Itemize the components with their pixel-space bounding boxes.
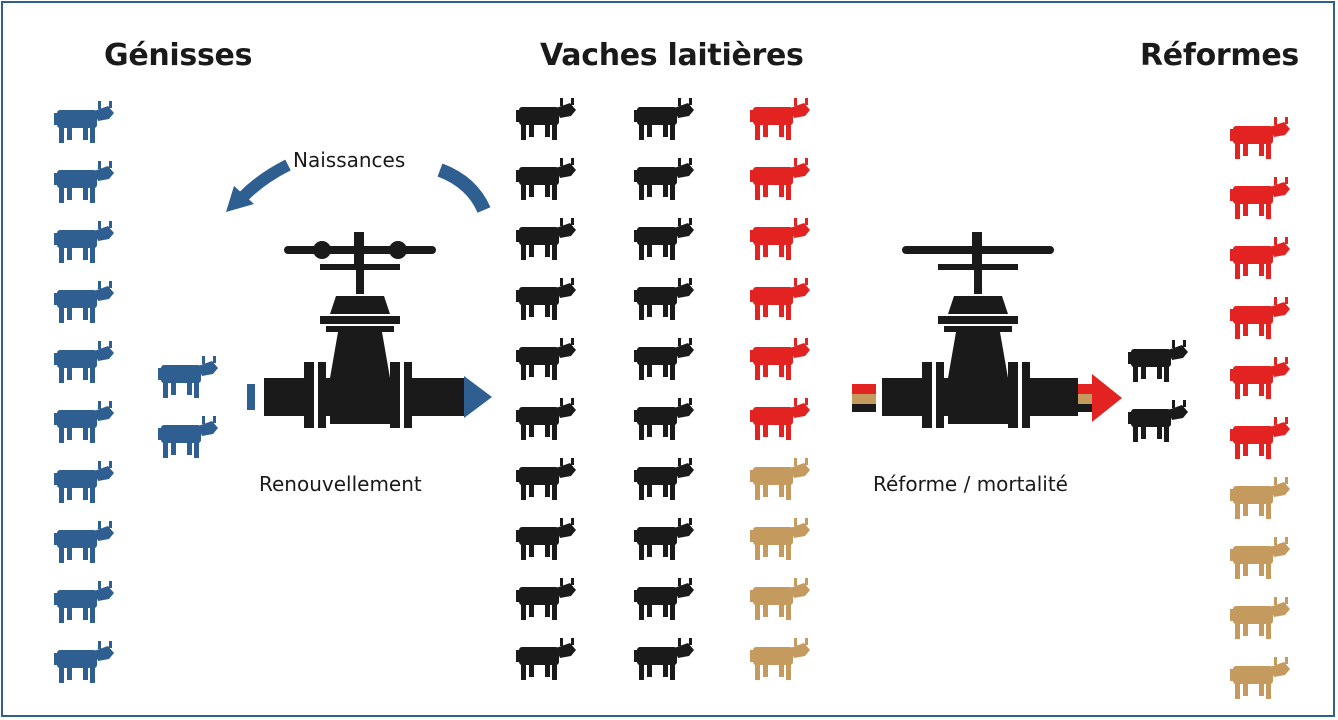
cow-icon xyxy=(1128,400,1192,444)
cow-icon xyxy=(1230,477,1294,521)
cow-icon xyxy=(750,398,814,442)
cow-icon xyxy=(54,341,118,385)
cow-icon xyxy=(516,458,580,502)
cow-icon xyxy=(54,221,118,265)
cow-icon xyxy=(1230,237,1294,281)
cow-icon xyxy=(516,98,580,142)
label-renouvellement: Renouvellement xyxy=(259,472,422,496)
cow-icon xyxy=(54,101,118,145)
label-naissances: Naissances xyxy=(293,148,406,172)
cow-icon xyxy=(516,278,580,322)
cow-icon xyxy=(634,638,698,682)
cow-icon xyxy=(516,338,580,382)
cow-icon xyxy=(54,401,118,445)
cow-icon xyxy=(1230,297,1294,341)
cow-icon xyxy=(634,158,698,202)
cow-icon xyxy=(158,416,222,460)
cow-icon xyxy=(634,578,698,622)
cow-icon xyxy=(54,521,118,565)
cow-icon xyxy=(54,461,118,505)
cow-icon xyxy=(750,98,814,142)
cow-icon xyxy=(1230,657,1294,701)
valve-reforme xyxy=(852,228,1124,432)
cow-icon xyxy=(54,281,118,325)
cow-icon xyxy=(750,278,814,322)
cow-icon xyxy=(750,158,814,202)
cow-icon xyxy=(750,638,814,682)
heading-reformes: Réformes xyxy=(1140,38,1299,73)
cow-icon xyxy=(516,638,580,682)
cow-icon xyxy=(634,98,698,142)
cow-icon xyxy=(634,218,698,262)
cow-icon xyxy=(1230,417,1294,461)
cow-icon xyxy=(158,356,222,400)
cow-icon xyxy=(634,338,698,382)
cow-icon xyxy=(54,161,118,205)
cow-icon xyxy=(1128,340,1192,384)
gate-valve-icon xyxy=(247,232,492,428)
cow-icon xyxy=(1230,537,1294,581)
cow-icon xyxy=(1230,357,1294,401)
cow-icon xyxy=(54,581,118,625)
cow-icon xyxy=(516,578,580,622)
heading-genisses: Génisses xyxy=(104,38,253,73)
cow-icon xyxy=(634,278,698,322)
cow-icon xyxy=(516,218,580,262)
cow-icon xyxy=(54,641,118,685)
heading-vaches-laitieres: Vaches laitières xyxy=(540,38,804,73)
cow-icon xyxy=(1230,597,1294,641)
cow-icon xyxy=(750,518,814,562)
cow-icon xyxy=(516,158,580,202)
cow-icon xyxy=(750,338,814,382)
label-reforme-mortalite: Réforme / mortalité xyxy=(873,472,1068,496)
cow-icon xyxy=(516,398,580,442)
cow-icon xyxy=(750,578,814,622)
cow-icon xyxy=(1230,117,1294,161)
cow-icon xyxy=(1230,177,1294,221)
cow-icon xyxy=(634,398,698,442)
cow-icon xyxy=(750,458,814,502)
cow-icon xyxy=(516,518,580,562)
valve-renouvellement xyxy=(240,228,500,432)
gate-valve-icon xyxy=(852,232,1122,428)
cow-icon xyxy=(634,518,698,562)
cow-icon xyxy=(750,218,814,262)
cow-icon xyxy=(634,458,698,502)
